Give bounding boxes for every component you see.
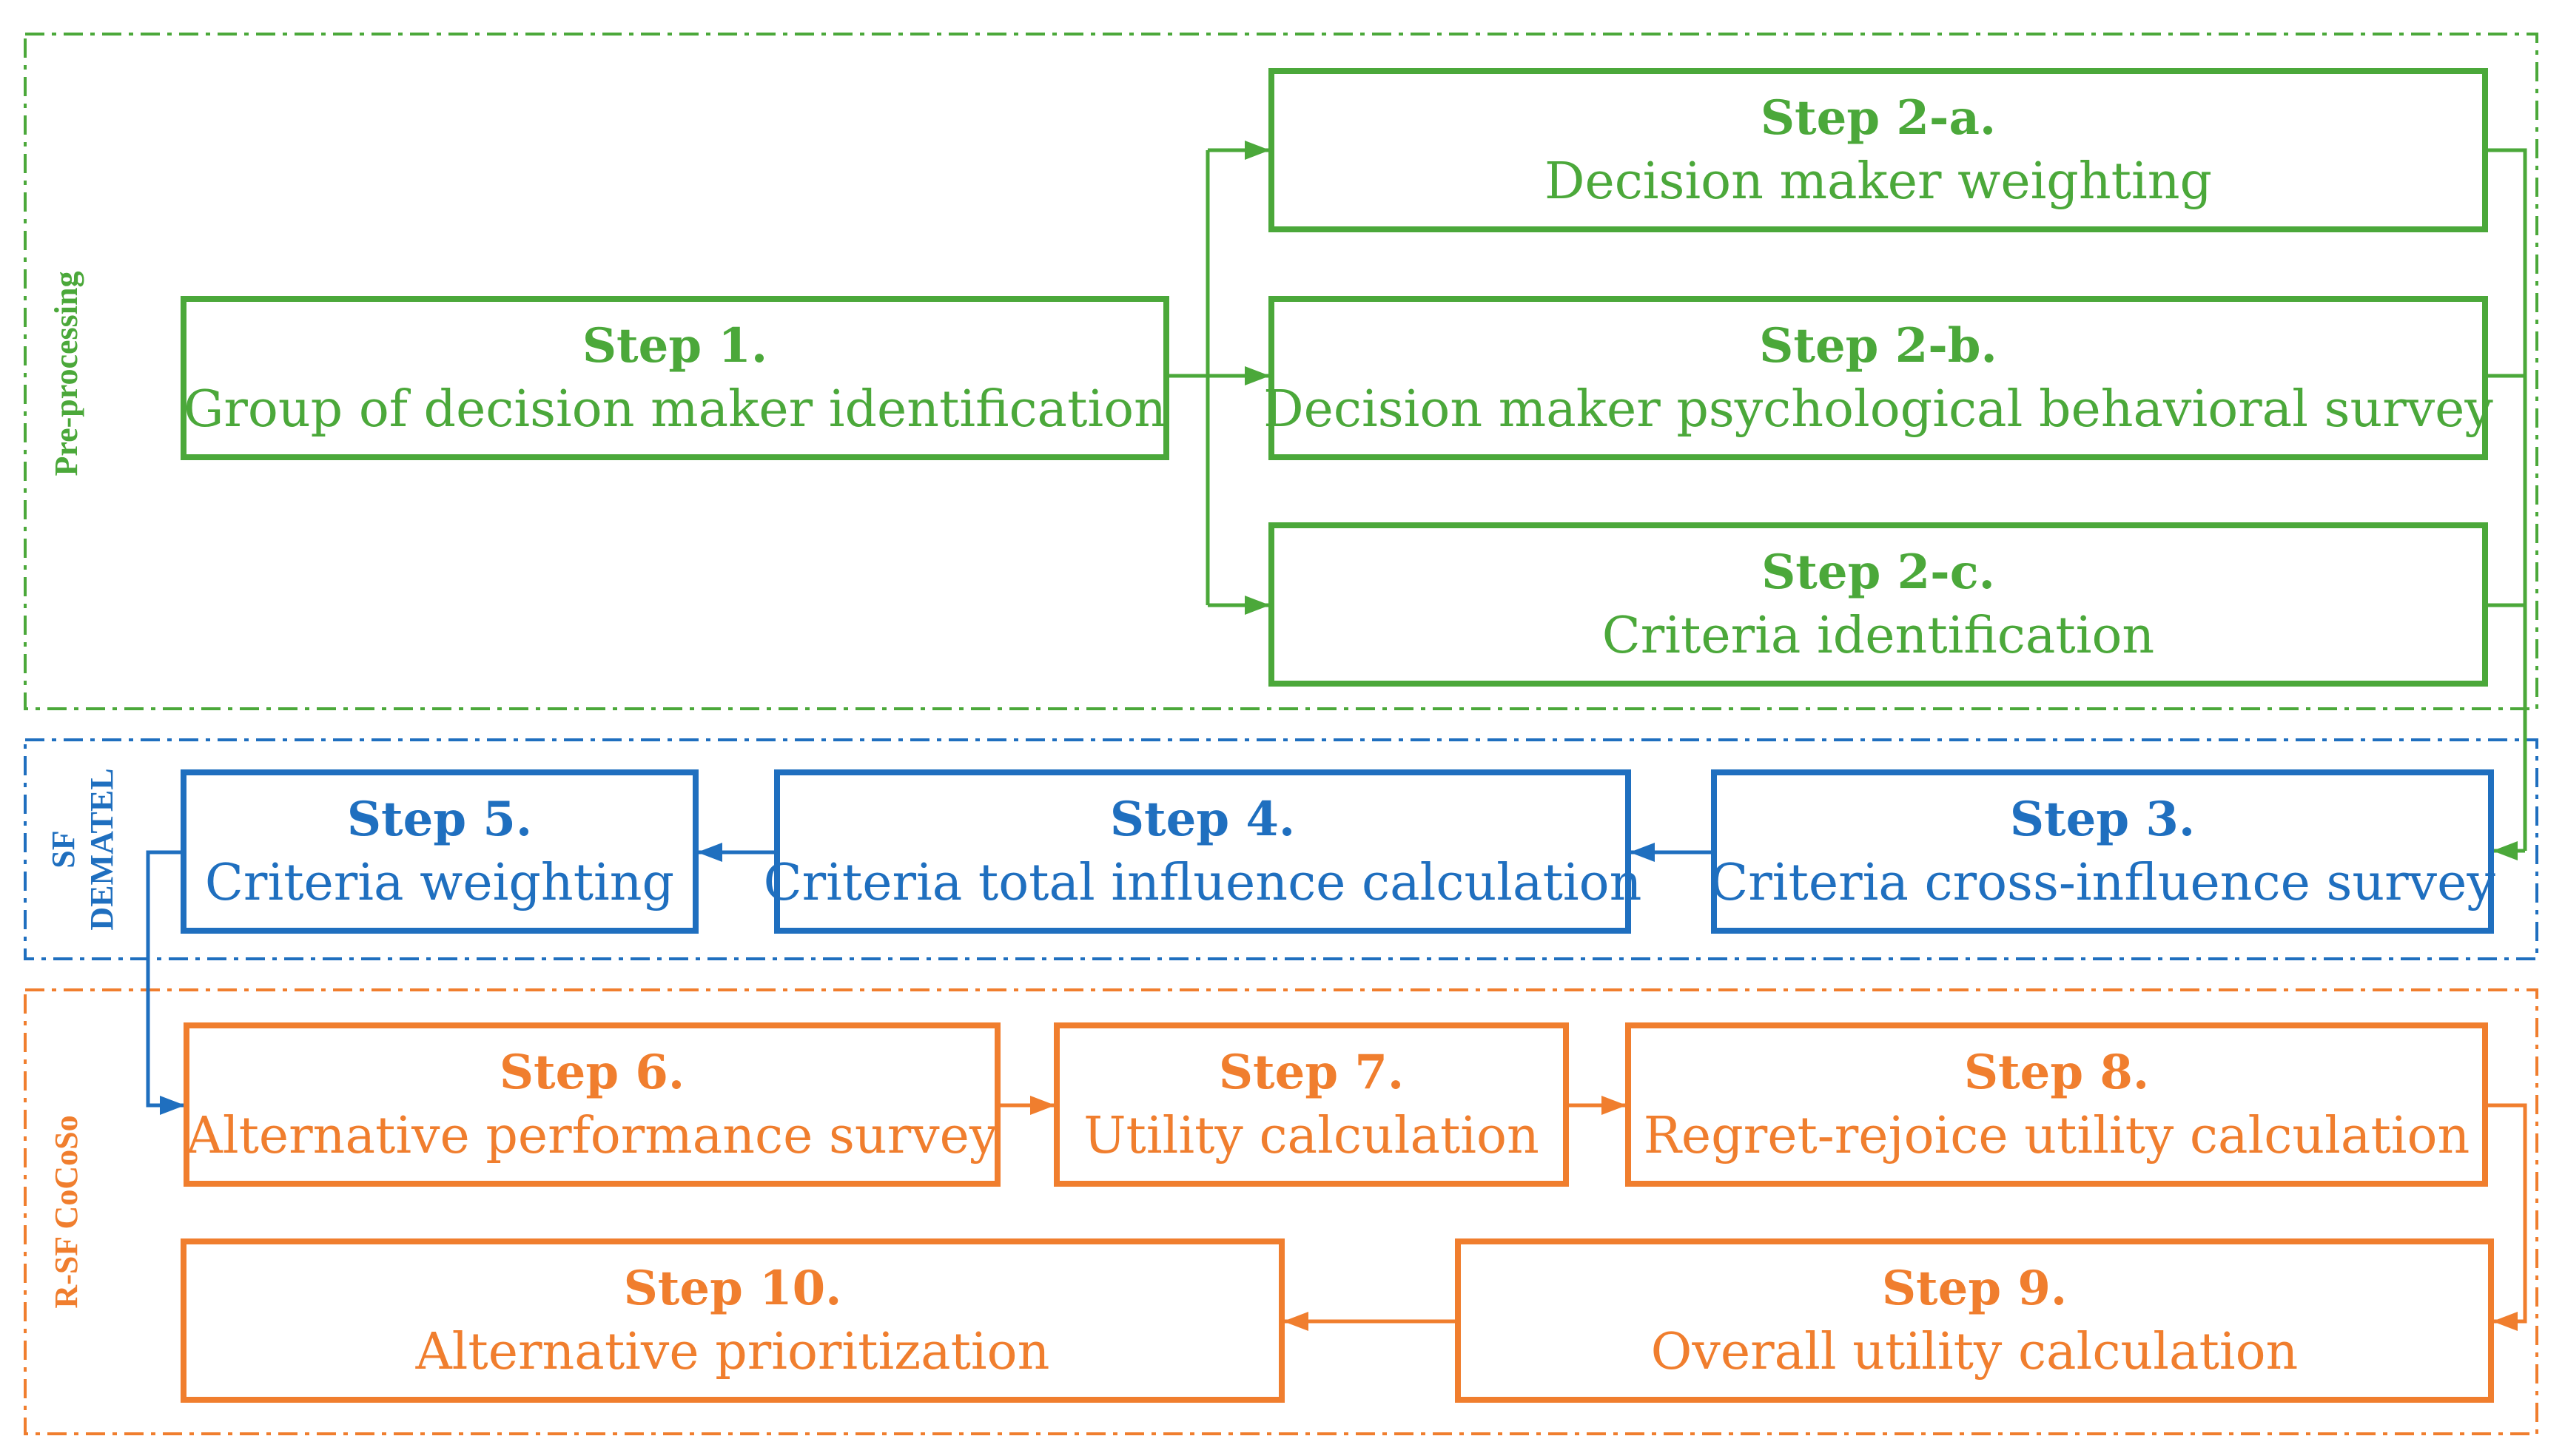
step-2a-box: Step 2-a. Decision maker weighting [1268, 68, 2488, 232]
step-2c-box: Step 2-c. Criteria identification [1268, 522, 2488, 687]
step-2b-box: Step 2-b. Decision maker psychological b… [1263, 296, 2493, 460]
step-7-title: Step 7. [1218, 1045, 1405, 1100]
steps2-merge-connector [2488, 148, 2527, 860]
step-9-box: Step 9. Overall utility calculation [1455, 1238, 2494, 1403]
step-9-title: Step 9. [1881, 1261, 2068, 1316]
step-8-box: Step 8. Regret-rejoice utility calculati… [1625, 1022, 2488, 1187]
step-8-description: Regret-rejoice utility calculation [1643, 1107, 2470, 1165]
step-3-title: Step 3. [2009, 792, 2196, 847]
step-3-description: Criteria cross-influence survey [1710, 854, 2495, 912]
pre-processing-frame [24, 33, 2538, 710]
sf-dematel-label-line1: SF [45, 830, 81, 869]
step-2b-title: Step 2-b. [1759, 318, 1997, 374]
step-10-description: Alternative prioritization [415, 1323, 1050, 1381]
step-6-box: Step 6. Alternative performance survey [184, 1022, 1001, 1187]
sf-dematel-label: SF DEMATEL [44, 768, 121, 930]
step-2a-title: Step 2-a. [1760, 90, 1997, 146]
step-4-box: Step 4. Criteria total influence calcula… [764, 769, 1641, 934]
step-7-description: Utility calculation [1083, 1107, 1539, 1165]
step-1-description: Group of decision maker identification [184, 380, 1166, 439]
sf-dematel-label-line2: DEMATEL [84, 768, 120, 931]
r-sf-cocoso-label: R-SF CoCoSo [48, 1115, 84, 1309]
step-3-box: Step 3. Criteria cross-influence survey [1710, 769, 2495, 934]
step-2c-title: Step 2-c. [1761, 545, 1995, 600]
step-6-title: Step 6. [499, 1045, 685, 1100]
arrow-step5-to-step6 [146, 850, 185, 1115]
step-2b-description: Decision maker psychological behavioral … [1263, 380, 2493, 439]
step-7-box: Step 7. Utility calculation [1054, 1022, 1569, 1187]
step-6-description: Alternative performance survey [186, 1107, 998, 1165]
step-2a-description: Decision maker weighting [1544, 152, 2213, 211]
step-4-description: Criteria total influence calculation [763, 854, 1642, 912]
arrow-step8-to-step9 [2488, 1103, 2527, 1331]
step-10-title: Step 10. [623, 1261, 842, 1316]
cocoso-frame [24, 988, 2538, 1435]
step-1-title: Step 1. [582, 318, 768, 374]
step-5-description: Criteria weighting [204, 854, 675, 912]
step-1-box: Step 1. Group of decision maker identifi… [181, 296, 1169, 460]
step-9-description: Overall utility calculation [1650, 1323, 2299, 1381]
step-8-title: Step 8. [1963, 1045, 2150, 1100]
step-10-box: Step 10. Alternative prioritization [181, 1238, 1285, 1403]
step-4-title: Step 4. [1109, 792, 1296, 847]
step1-branch-connector [1169, 141, 1270, 615]
step-2c-description: Criteria identification [1601, 607, 2155, 665]
step-5-box: Step 5. Criteria weighting [181, 769, 699, 934]
step-5-title: Step 5. [346, 792, 533, 847]
pre-processing-label: Pre-processing [48, 271, 84, 476]
dematel-frame [24, 738, 2538, 960]
